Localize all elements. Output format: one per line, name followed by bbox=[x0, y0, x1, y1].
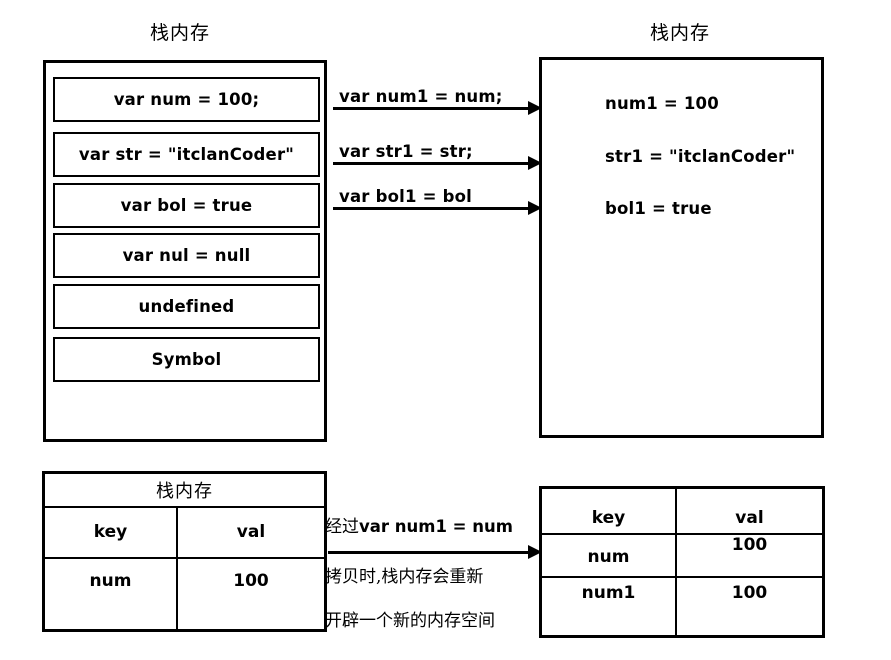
table-cell-key: num1 bbox=[581, 583, 636, 603]
arrow-str1-label: var str1 = str; bbox=[339, 142, 473, 161]
table-divider bbox=[542, 533, 822, 535]
stack-slot[interactable]: var bol = true bbox=[53, 183, 320, 228]
table-divider bbox=[45, 506, 324, 508]
right-stack-box: num1 = 100 str1 = "itclanCoder" bol1 = t… bbox=[539, 57, 824, 438]
arrow-bol1-label: var bol1 = bol bbox=[339, 187, 472, 206]
bottom-left-table-caption: 栈内存 bbox=[156, 481, 213, 502]
arrow-num1-label: var num1 = num; bbox=[339, 87, 503, 106]
arrow-str1-line bbox=[333, 162, 530, 165]
stack-slot[interactable]: Symbol bbox=[53, 337, 320, 382]
arrow-num1-line bbox=[333, 107, 530, 110]
bottom-note-line-3: 开辟一个新的内存空间 bbox=[325, 611, 495, 631]
table-column-divider bbox=[176, 506, 178, 629]
stack-slot[interactable]: undefined bbox=[53, 284, 320, 329]
table-header-val: val bbox=[236, 521, 266, 542]
table-header-key: key bbox=[93, 521, 128, 542]
table-cell-val: 100 bbox=[233, 571, 269, 591]
arrow-num1: var num1 = num; bbox=[333, 78, 542, 115]
stack-slot-label: var bol = true bbox=[120, 196, 253, 215]
left-stack-box: var num = 100; var str = "itclanCoder" v… bbox=[43, 60, 327, 442]
table-header-key: key bbox=[591, 508, 626, 528]
right-stack-title: 栈内存 bbox=[649, 22, 710, 44]
arrow-str1-head bbox=[528, 156, 542, 170]
right-stack-line: str1 = "itclanCoder" bbox=[605, 147, 796, 166]
stack-slot[interactable]: var nul = null bbox=[53, 233, 320, 278]
stack-slot[interactable]: var num = 100; bbox=[53, 77, 320, 122]
table-divider bbox=[542, 576, 822, 578]
stack-slot-label: var str = "itclanCoder" bbox=[78, 145, 295, 164]
arrow-copy bbox=[328, 540, 542, 559]
table-cell-val: 100 bbox=[731, 583, 768, 603]
arrow-bol1-head bbox=[528, 201, 542, 215]
table-cell-key: num bbox=[587, 546, 630, 567]
table-divider bbox=[45, 557, 324, 559]
stack-slot-label: Symbol bbox=[151, 350, 222, 369]
arrow-bol1: var bol1 = bol bbox=[333, 178, 542, 215]
stack-slot-label: var num = 100; bbox=[113, 90, 260, 109]
stack-slot[interactable]: var str = "itclanCoder" bbox=[53, 132, 320, 177]
arrow-str1: var str1 = str; bbox=[333, 133, 542, 170]
arrow-copy-head bbox=[528, 545, 542, 559]
bottom-left-table: 栈内存 key val num 100 bbox=[42, 471, 327, 632]
table-column-divider bbox=[675, 489, 677, 635]
arrow-bol1-line bbox=[333, 207, 530, 210]
stack-slot-label: var nul = null bbox=[122, 246, 251, 265]
arrow-num1-head bbox=[528, 101, 542, 115]
stack-slot-label: undefined bbox=[138, 297, 235, 316]
right-stack-line: bol1 = true bbox=[605, 199, 712, 218]
table-cell-key: num bbox=[89, 571, 132, 591]
bottom-note-line-1: 经过var num1 = num bbox=[325, 512, 513, 537]
right-stack-line: num1 = 100 bbox=[605, 94, 719, 113]
bottom-note-line-2: 拷贝时,栈内存会重新 bbox=[325, 567, 484, 587]
arrow-copy-line bbox=[328, 551, 530, 554]
bottom-right-table: key val num 100 num1 100 bbox=[539, 486, 825, 638]
bottom-note-code: var num1 = num bbox=[359, 517, 513, 536]
table-cell-val: 100 bbox=[731, 535, 768, 555]
left-stack-title: 栈内存 bbox=[149, 22, 210, 44]
bottom-note-cn-prefix: 经过 bbox=[325, 517, 359, 537]
table-header-val: val bbox=[735, 508, 764, 528]
